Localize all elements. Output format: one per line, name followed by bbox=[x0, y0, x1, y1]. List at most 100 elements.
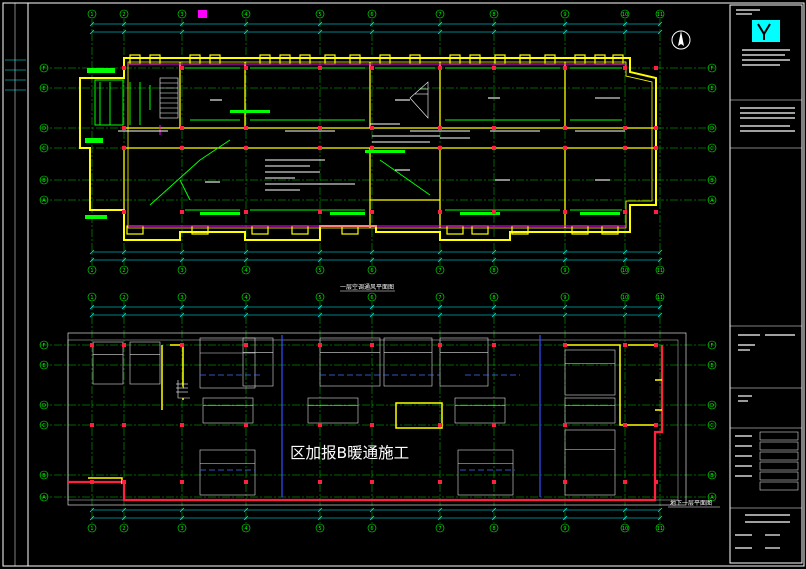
column-marker bbox=[563, 343, 567, 347]
grid-bubble-label: 8 bbox=[492, 526, 495, 532]
dimension-tick bbox=[243, 312, 249, 318]
grid-bubble bbox=[87, 9, 97, 19]
dimension-tick bbox=[622, 304, 628, 310]
grid-row-bubble bbox=[707, 360, 717, 370]
ventilation-ducts bbox=[94, 67, 622, 211]
equipment-outline bbox=[319, 337, 381, 387]
grid-bubble bbox=[435, 523, 445, 533]
window-niche bbox=[594, 54, 606, 65]
grid-bubble-label: 2 bbox=[122, 268, 125, 274]
dimension-tick bbox=[562, 507, 568, 513]
column-marker bbox=[318, 126, 322, 130]
dimension-tick bbox=[562, 249, 568, 255]
grid-bubble-label: 11 bbox=[657, 268, 663, 274]
grid-row-bubble bbox=[707, 123, 717, 133]
basement-red-wall bbox=[68, 345, 664, 502]
grid-bubble bbox=[620, 292, 630, 302]
dimension-tick bbox=[622, 249, 628, 255]
grid-bubble bbox=[560, 265, 570, 275]
column-marker bbox=[244, 343, 248, 347]
column-marker bbox=[438, 210, 442, 214]
column-marker bbox=[492, 146, 496, 150]
grid-bubble-label: 5 bbox=[318, 295, 321, 301]
grid-row-bubble bbox=[707, 492, 717, 502]
grid-bubble-label: 4 bbox=[244, 295, 247, 301]
column-marker bbox=[563, 146, 567, 150]
grid-row-label: C bbox=[710, 423, 714, 429]
grid-row-label: D bbox=[710, 126, 714, 132]
dimension-tick bbox=[491, 257, 497, 263]
duct-tags bbox=[85, 68, 620, 219]
dimension-tick bbox=[243, 21, 249, 27]
grid-row-label: A bbox=[42, 495, 46, 501]
grid-bubble bbox=[241, 9, 251, 19]
column-marker bbox=[370, 146, 374, 150]
grid-row-bubble bbox=[707, 83, 717, 93]
column-marker bbox=[623, 66, 627, 70]
column-marker bbox=[122, 423, 126, 427]
dimension-tick bbox=[437, 507, 443, 513]
equipment-outline bbox=[129, 341, 161, 385]
column-marker bbox=[654, 66, 658, 70]
grid-bubble bbox=[119, 9, 129, 19]
grid-bubble bbox=[367, 9, 377, 19]
column-marker bbox=[438, 146, 442, 150]
column-marker bbox=[438, 480, 442, 484]
dimension-tick bbox=[89, 249, 95, 255]
grid-bubble bbox=[241, 523, 251, 533]
grid-row-bubble bbox=[39, 420, 49, 430]
dimension-tick bbox=[179, 312, 185, 318]
grid-bubble bbox=[560, 9, 570, 19]
dimension-tick bbox=[317, 29, 323, 35]
column-marker bbox=[492, 343, 496, 347]
grid-bubble bbox=[655, 292, 665, 302]
grid-bubble-label: 1 bbox=[90, 268, 93, 274]
dimension-tick bbox=[622, 515, 628, 521]
column-marker bbox=[122, 66, 126, 70]
grid-row-bubble bbox=[39, 400, 49, 410]
grid-bubble-label: 11 bbox=[657, 12, 663, 18]
equipment-outline bbox=[199, 337, 256, 389]
window-niche bbox=[349, 54, 361, 65]
grid-bubble-label: 3 bbox=[180, 12, 183, 18]
grid-bubble-label: 8 bbox=[492, 12, 495, 18]
column-marker bbox=[90, 480, 94, 484]
equipment-outline bbox=[564, 429, 616, 496]
grid-row-bubble bbox=[39, 195, 49, 205]
dimension-tick bbox=[562, 312, 568, 318]
grid-bubble bbox=[489, 292, 499, 302]
dimension-tick bbox=[369, 304, 375, 310]
grid-bubble bbox=[620, 523, 630, 533]
window-niche bbox=[612, 54, 624, 65]
grid-row-label: C bbox=[42, 423, 46, 429]
grid-bubble bbox=[367, 265, 377, 275]
watermark-text: 区加报B暖通施工 bbox=[290, 444, 409, 462]
window-niche bbox=[449, 54, 461, 65]
grid-row-bubble bbox=[39, 175, 49, 185]
grid-bubble bbox=[177, 523, 187, 533]
title-block-table bbox=[759, 431, 799, 491]
column-marker bbox=[370, 343, 374, 347]
grid-row-bubble bbox=[707, 143, 717, 153]
equipment-outline bbox=[92, 341, 124, 385]
column-marker bbox=[623, 210, 627, 214]
north-arrow-icon bbox=[671, 30, 691, 50]
column-marker bbox=[244, 146, 248, 150]
window-niche bbox=[324, 54, 336, 65]
grid-bubble-label: 9 bbox=[563, 268, 566, 274]
grid-bubble bbox=[177, 9, 187, 19]
column-marker bbox=[180, 126, 184, 130]
column-marker bbox=[370, 210, 374, 214]
dimension-tick bbox=[622, 312, 628, 318]
dimension-tick bbox=[657, 515, 663, 521]
column-marker bbox=[318, 146, 322, 150]
dimension-tick bbox=[317, 312, 323, 318]
grid-bubble bbox=[177, 265, 187, 275]
grid-bubble bbox=[489, 523, 499, 533]
grid-row-label: D bbox=[42, 126, 46, 132]
grid-bubble bbox=[435, 265, 445, 275]
dimension-tick bbox=[437, 21, 443, 27]
grid-row-label: B bbox=[42, 178, 46, 184]
window-niche bbox=[259, 54, 271, 65]
